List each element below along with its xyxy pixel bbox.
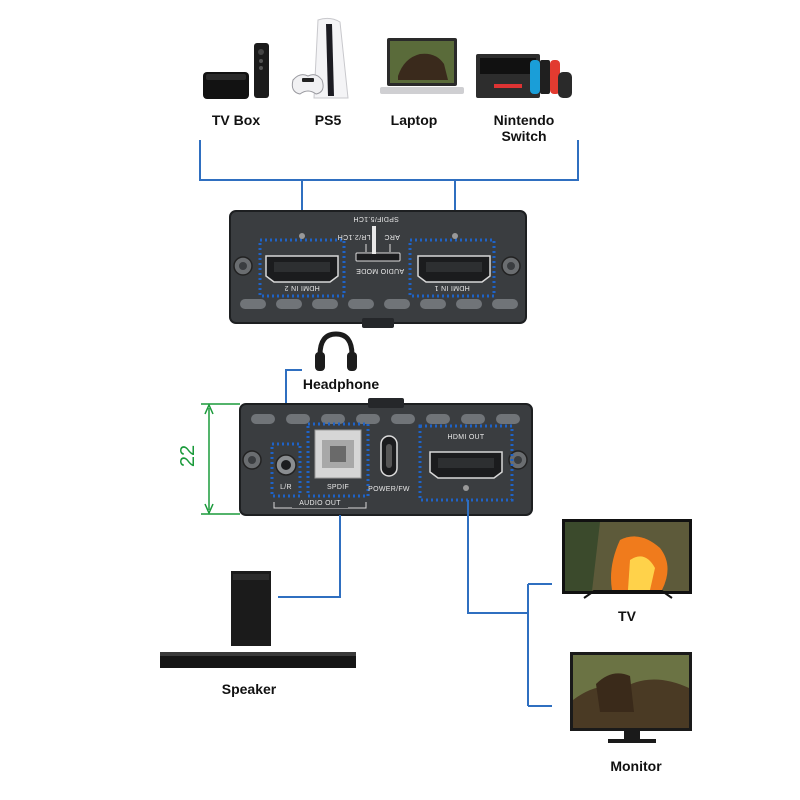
spdif-label: SPDIF	[326, 484, 350, 491]
hdmi-in-2-port	[258, 238, 346, 298]
hdmi-out-port	[418, 424, 514, 502]
hdmi-out-label: HDMI OUT	[447, 434, 485, 441]
height-dimension	[201, 403, 240, 515]
ps5-console-icon	[291, 17, 349, 99]
power-fw-port	[380, 435, 398, 477]
output-unit	[239, 398, 533, 516]
hdmi-in-2-label: HDMI IN 2	[284, 284, 320, 291]
tv-label: TV	[618, 608, 636, 624]
monitor-icon	[570, 652, 692, 743]
height-dimension-value: 22	[177, 444, 199, 468]
input-unit	[229, 210, 527, 328]
power-fw-label: POWER/FW	[368, 486, 410, 493]
spdif-port	[306, 422, 370, 498]
audio-out-label: AUDIO OUT	[292, 500, 348, 508]
hdmi-in-1-label: HDMI IN 1	[434, 284, 470, 291]
audio-mode-label: AUDIO MODE	[355, 267, 405, 274]
source-label-ps5: PS5	[314, 112, 342, 128]
lr-audio-jack	[270, 442, 302, 498]
audio-mode-switch	[355, 226, 401, 262]
monitor-label: Monitor	[610, 758, 662, 774]
speaker-icon	[160, 571, 356, 668]
output-connection-lines	[278, 500, 552, 707]
source-label-nintendo-switch: Nintendo Switch	[493, 112, 555, 144]
speaker-label: Speaker	[221, 681, 277, 697]
switch-arc-label: ARC	[384, 233, 400, 240]
lr-label: L/R	[280, 484, 292, 491]
laptop-icon	[380, 38, 464, 94]
nintendo-switch-icon	[476, 54, 572, 98]
headphone-label: Headphone	[302, 376, 380, 392]
switch-lr-label: LR/2.1CH	[337, 233, 371, 240]
headphone-icon	[315, 331, 357, 371]
tv-box-icon	[203, 43, 269, 99]
hdmi-in-1-port	[408, 238, 496, 298]
switch-spdif-label: SPDIF/5.1CH	[353, 215, 399, 222]
source-label-laptop: Laptop	[390, 112, 438, 128]
source-label-tv-box: TV Box	[211, 112, 261, 128]
tv-icon	[562, 519, 692, 599]
